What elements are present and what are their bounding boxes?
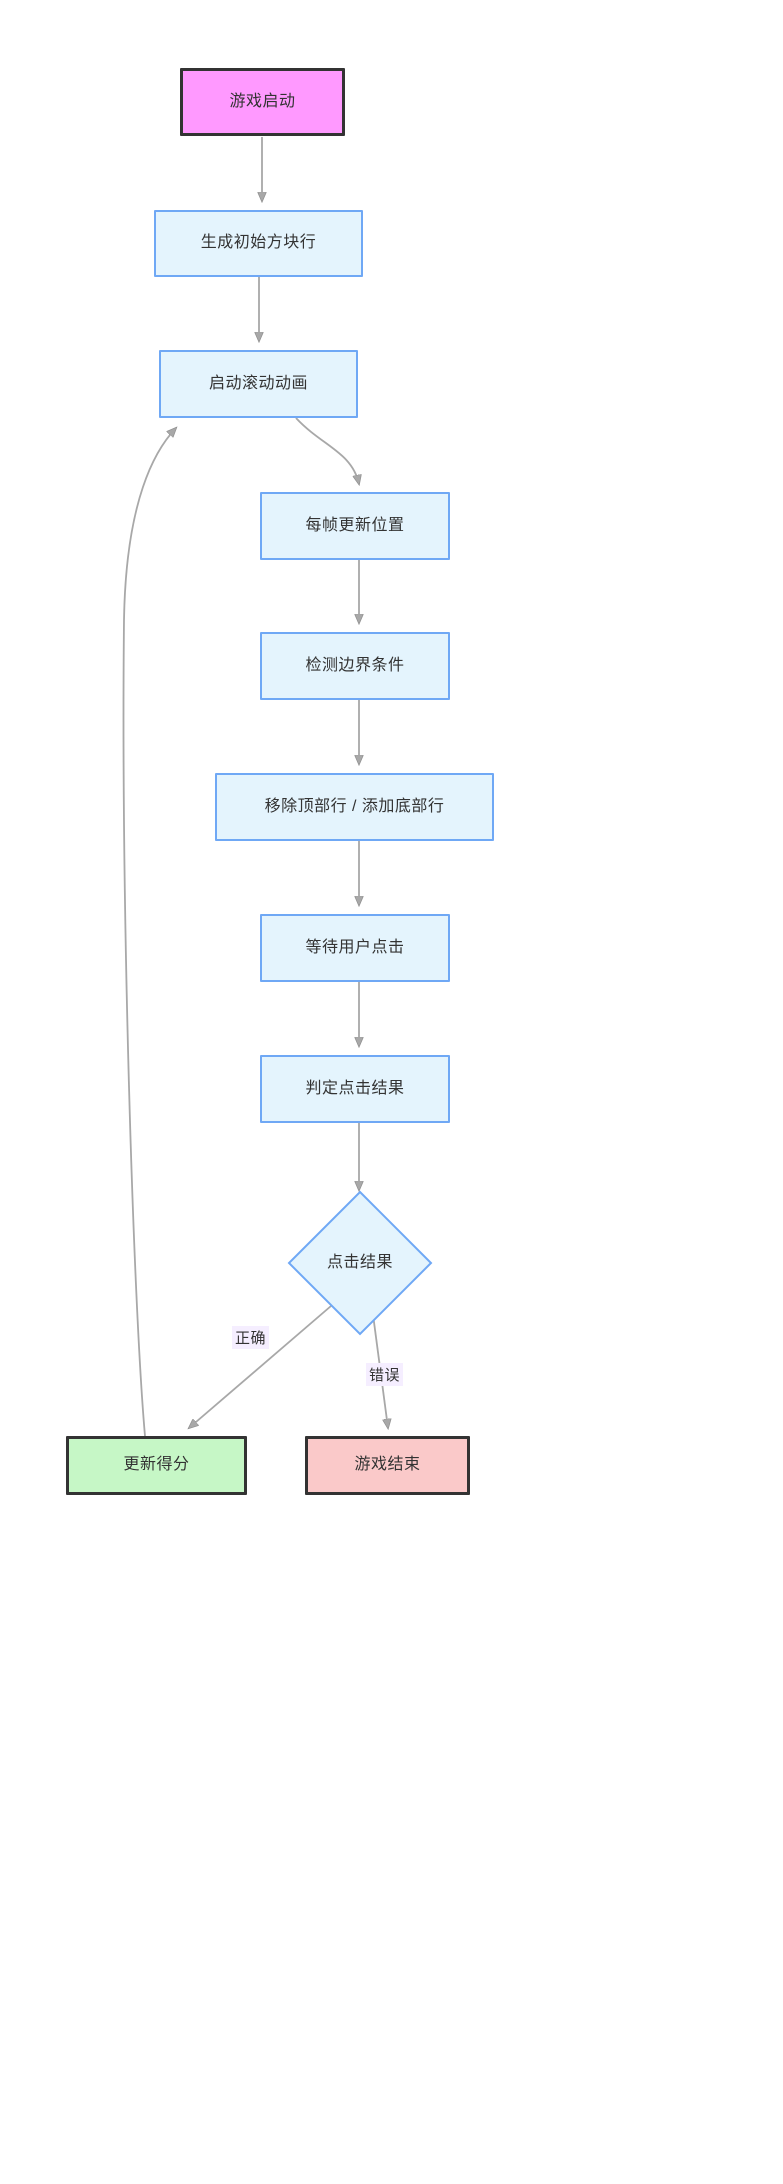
node-generate-initial-row[interactable]: 生成初始方块行	[154, 210, 363, 277]
node-label: 生成初始方块行	[200, 234, 317, 252]
node-update-score[interactable]: 更新得分	[66, 1436, 247, 1495]
node-label: 游戏启动	[229, 92, 296, 110]
edge-label-text: 错误	[369, 1367, 401, 1384]
node-click-result-decision[interactable]: 点击结果	[287, 1190, 433, 1336]
edge-label-text: 正确	[235, 1330, 267, 1347]
node-check-boundary-condition[interactable]: 检测边界条件	[260, 632, 450, 700]
node-update-position-per-frame[interactable]: 每帧更新位置	[260, 492, 450, 560]
node-label: 等待用户点击	[305, 938, 405, 956]
edge-add-score-to-scroll-anim	[122, 428, 176, 1437]
diamond-shape-icon	[287, 1190, 433, 1336]
node-label: 更新得分	[123, 1456, 190, 1474]
node-start-scroll-animation[interactable]: 启动滚动动画	[159, 350, 358, 418]
node-label: 游戏结束	[354, 1456, 421, 1474]
node-remove-top-add-bottom-row[interactable]: 移除顶部行 / 添加底部行	[215, 773, 494, 841]
node-game-over[interactable]: 游戏结束	[305, 1436, 470, 1495]
node-label: 检测边界条件	[305, 656, 405, 674]
node-label: 每帧更新位置	[305, 516, 405, 534]
node-label: 判定点击结果	[305, 1079, 405, 1097]
node-game-start[interactable]: 游戏启动	[180, 68, 345, 136]
edge-label-correct: 正确	[232, 1326, 270, 1349]
node-label: 移除顶部行 / 添加底部行	[264, 797, 445, 815]
node-judge-click-result[interactable]: 判定点击结果	[260, 1055, 450, 1123]
node-wait-user-click[interactable]: 等待用户点击	[260, 914, 450, 982]
edge-scroll-anim-to-update-pos	[295, 417, 359, 484]
node-label: 启动滚动动画	[208, 374, 308, 392]
edge-label-wrong: 错误	[366, 1363, 404, 1386]
node-label: 点击结果	[326, 1253, 393, 1271]
